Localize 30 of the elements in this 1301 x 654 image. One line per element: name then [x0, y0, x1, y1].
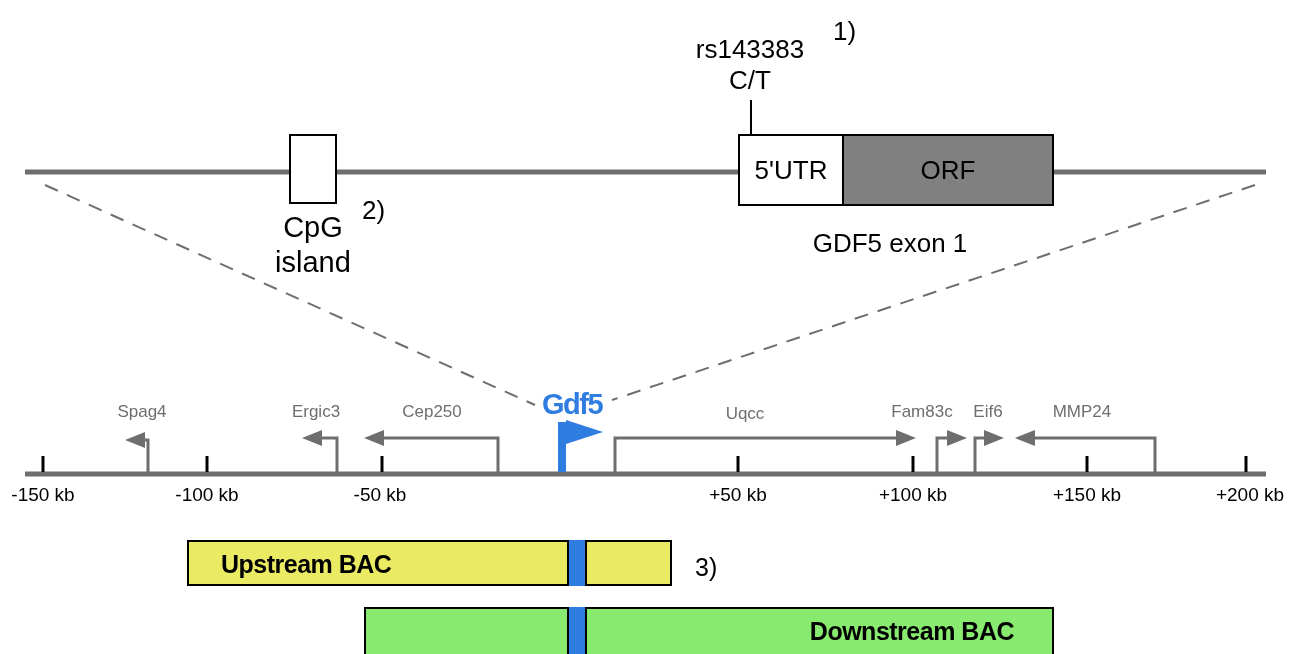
gene-label: Gdf5 [541, 390, 603, 419]
bac-label: Downstream BAC [809, 617, 1014, 646]
footnote-number: 1) [833, 18, 857, 44]
box-label: ORF [920, 154, 976, 186]
footnote-number: 2) [362, 197, 386, 223]
orf-box [842, 134, 1054, 206]
axis-tick-label: -100 kb [175, 485, 239, 504]
leader-line [750, 99, 752, 135]
axis-tick-label: +150 kb [1052, 485, 1122, 504]
box-label: 5'UTR [754, 154, 828, 186]
feature-label: CpG island [274, 210, 352, 280]
gene-label: Ergic3 [291, 403, 341, 420]
bac-bar [187, 540, 672, 586]
snp-label: rs143383 C/T [670, 34, 830, 100]
gene-label: Cep250 [402, 403, 462, 420]
axis-tick-label: +50 kb [709, 485, 767, 504]
gene-label: Eif6 [973, 403, 1003, 420]
gene-label: MMP24 [1052, 403, 1112, 420]
feature-label: GDF5 exon 1 [812, 230, 968, 256]
bac-label: Upstream BAC [221, 550, 392, 579]
utr-box [738, 134, 844, 206]
gene-label: Fam83c [891, 403, 953, 420]
gene-label: Spag4 [117, 403, 167, 420]
axis-tick-label: -150 kb [11, 485, 75, 504]
gene-label: Uqcc [725, 405, 765, 422]
axis-tick-label: +100 kb [878, 485, 948, 504]
bac-bar [364, 607, 1054, 654]
footnote-number: 3) [695, 555, 718, 580]
axis-tick-label: +200 kb [1215, 485, 1285, 504]
axis-tick-label: -50 kb [353, 485, 407, 504]
